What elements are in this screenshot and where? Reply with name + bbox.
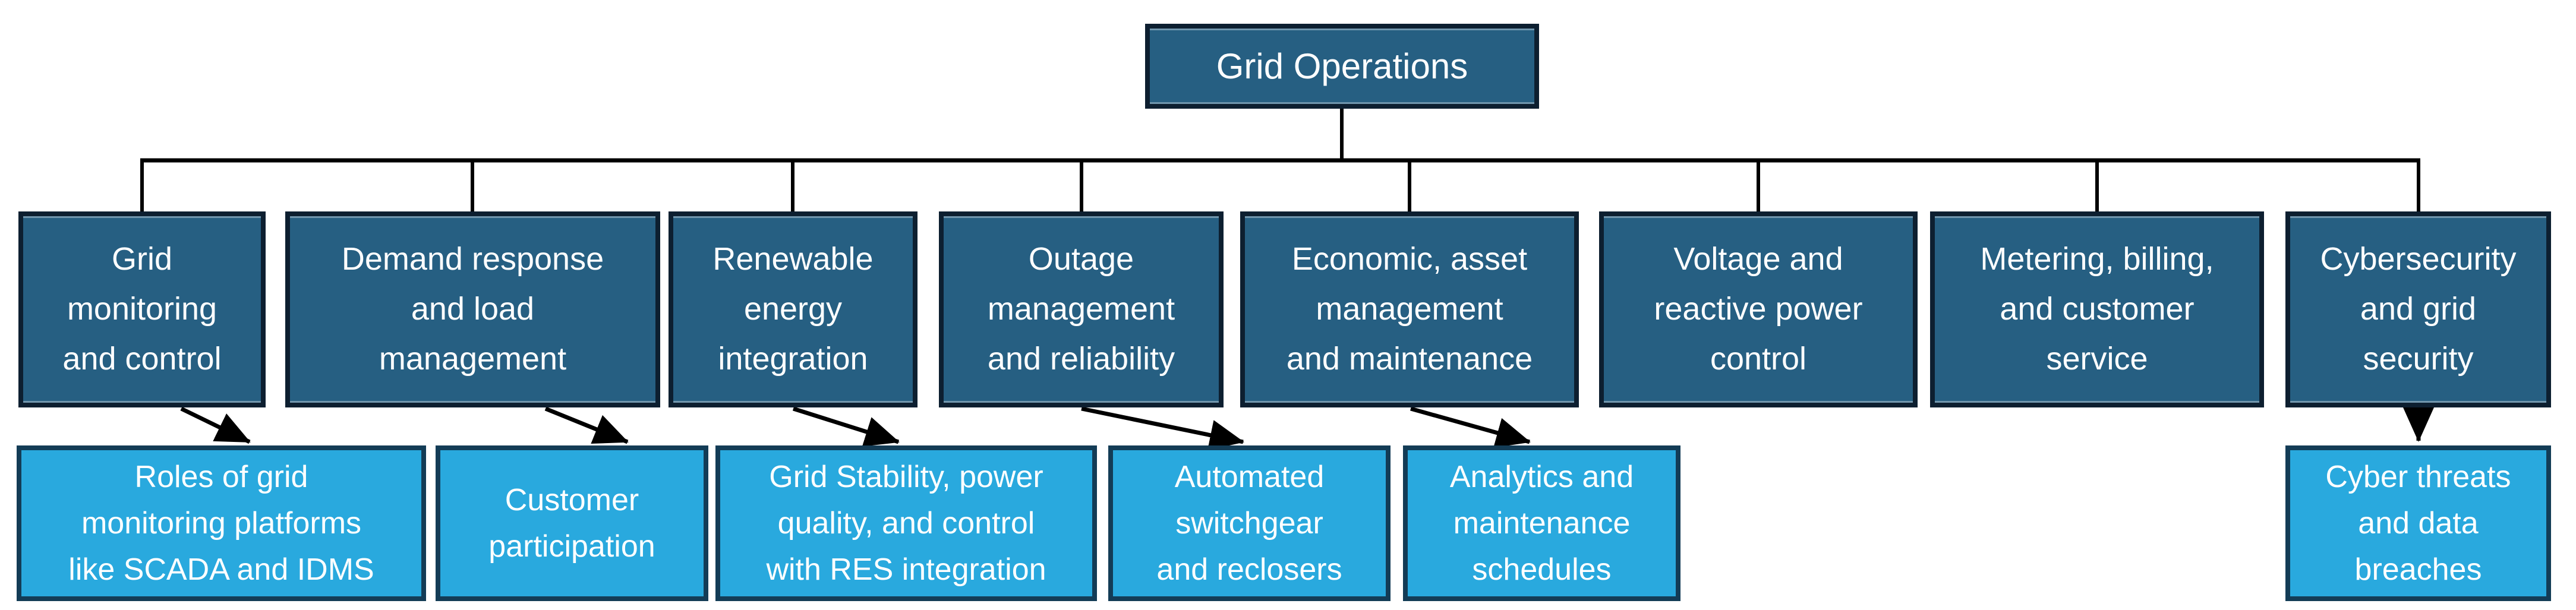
node-automated-switchgear-and-reclosers: Automated switchgear and reclosers [1108, 445, 1391, 601]
node-cyber-threats-and-data-breaches: Cyber threats and data breaches [2285, 445, 2551, 601]
node-grid-stability-power-quality: Grid Stability, power quality, and contr… [715, 445, 1097, 601]
node-renewable-energy-integration: Renewable energy integration [669, 211, 917, 407]
node-demand-response-and-load-management: Demand response and load management [285, 211, 660, 407]
arrow-renewable-to-grid-stability [792, 406, 900, 447]
arrow-demand-response-to-customer [544, 406, 629, 444]
node-economic-asset-management-and-maintenance: Economic, asset management and maintenan… [1240, 211, 1579, 407]
node-grid-monitoring-and-control: Grid monitoring and control [18, 211, 266, 407]
node-roles-of-grid-monitoring-platforms: Roles of grid monitoring platforms like … [17, 445, 426, 601]
node-metering-billing-and-customer-service: Metering, billing, and customer service [1930, 211, 2264, 407]
node-voltage-and-reactive-power-control: Voltage and reactive power control [1599, 211, 1918, 407]
node-customer-participation: Customer participation [436, 445, 708, 601]
arrow-economic-to-analytics [1410, 406, 1531, 448]
node-analytics-and-maintenance-schedules: Analytics and maintenance schedules [1403, 445, 1680, 601]
node-outage-management-and-reliability: Outage management and reliability [939, 211, 1224, 407]
node-cybersecurity-and-grid-security: Cybersecurity and grid security [2285, 211, 2551, 407]
node-grid-operations: Grid Operations [1145, 24, 1539, 109]
arrow-grid-monitoring-to-roles [180, 406, 251, 444]
arrow-outage-to-switchgear [1081, 406, 1244, 451]
